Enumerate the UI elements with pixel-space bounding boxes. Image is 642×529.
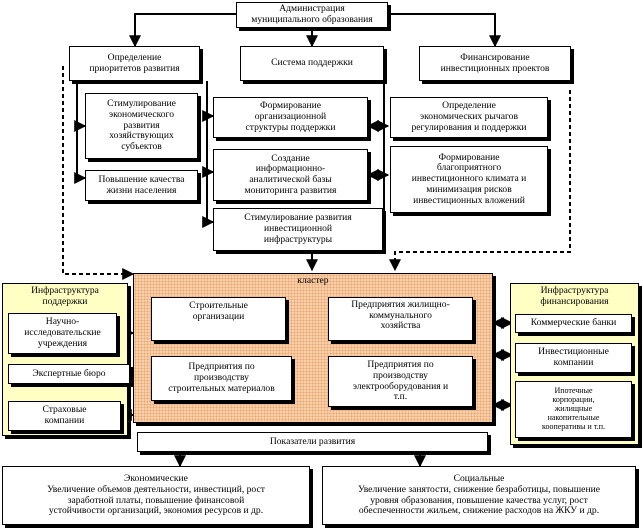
insurance-label: Страховые компании [42, 404, 87, 426]
quality-label: Повышение качества жизни населения [98, 173, 185, 196]
financing-infrastructure-title: Инфраструктура финансирования [540, 285, 609, 307]
expert-bureau-box: Экспертные бюро [8, 364, 130, 384]
insurance-box: Страховые компании [8, 401, 121, 431]
investment-companies-box: Инвестиционные компании [515, 343, 632, 373]
climate-box: Формирование благоприятного инвестиционн… [390, 146, 548, 213]
priorities-box: Определение приоритетов развития [69, 46, 200, 81]
housing-box: Предприятия жилищно- коммунального хозяй… [328, 297, 473, 341]
financing-box: Финансирование инвестиционных проектов [419, 46, 571, 81]
economic-results-box: Экономические Увеличение объемов деятель… [2, 466, 310, 525]
quality-box: Повышение качества жизни населения [85, 170, 198, 201]
indicators-box: Показатели развития [137, 432, 488, 452]
org-structure-box: Формирование организационной структуры п… [213, 97, 368, 138]
infrastructure-box: Стимулирование развития инвестиционной и… [213, 208, 383, 251]
research-institutions-box: Научно- исследовательские учреждения [8, 313, 117, 354]
monitoring-label: Создание информационно- аналитической ба… [244, 152, 337, 196]
levers-label: Определение экономических рычагов регули… [411, 100, 527, 133]
levers-box: Определение экономических рычагов регули… [390, 97, 548, 138]
commercial-banks-box: Коммерческие банки [515, 314, 632, 333]
priorities-label: Определение приоритетов развития [89, 51, 180, 74]
research-institutions-label: Научно- исследовательские учреждения [24, 316, 101, 349]
mortgage-label: Ипотечные корпорации, жилищные накопител… [541, 386, 606, 431]
economic-results-label: Экономические Увеличение объемов деятель… [47, 473, 265, 517]
support-system-label: Система поддержки [271, 57, 353, 69]
social-results-label: Социальные Увеличение занятости, снижени… [358, 473, 600, 517]
stimulation-label: Стимулирование экономического развития х… [107, 98, 176, 153]
construction-box: Строительные организации [151, 297, 286, 341]
admin-label: Администрация муниципального образования [251, 3, 373, 25]
electro-box: Предприятия по производству электрообору… [328, 356, 473, 407]
admin-box: Администрация муниципального образования [236, 2, 388, 28]
materials-label: Предприятия по производству строительных… [168, 361, 275, 394]
cluster-title: кластер [297, 275, 329, 286]
materials-box: Предприятия по производству строительных… [151, 356, 292, 401]
support-infrastructure-title: Инфраструктура поддержки [31, 285, 99, 307]
climate-label: Формирование благоприятного инвестиционн… [411, 151, 527, 206]
electro-label: Предприятия по производству электрообору… [352, 359, 449, 403]
support-system-box: Система поддержки [240, 46, 384, 81]
investment-companies-label: Инвестиционные компании [538, 346, 609, 368]
monitoring-box: Создание информационно- аналитической ба… [213, 149, 368, 201]
org-structure-label: Формирование организационной структуры п… [245, 100, 336, 133]
expert-bureau-label: Экспертные бюро [32, 367, 106, 379]
construction-label: Строительные организации [189, 300, 248, 322]
housing-label: Предприятия жилищно- коммунального хозяй… [351, 299, 450, 332]
stimulation-box: Стимулирование экономического развития х… [85, 93, 198, 159]
mortgage-box: Ипотечные корпорации, жилищные накопител… [515, 381, 632, 438]
indicators-label: Показатели развития [269, 435, 356, 447]
financing-label: Финансирование инвестиционных проектов [440, 51, 550, 74]
social-results-box: Социальные Увеличение занятости, снижени… [322, 466, 636, 525]
commercial-banks-label: Коммерческие банки [530, 317, 617, 329]
infrastructure-label: Стимулирование развития инвестиционной и… [244, 212, 352, 245]
